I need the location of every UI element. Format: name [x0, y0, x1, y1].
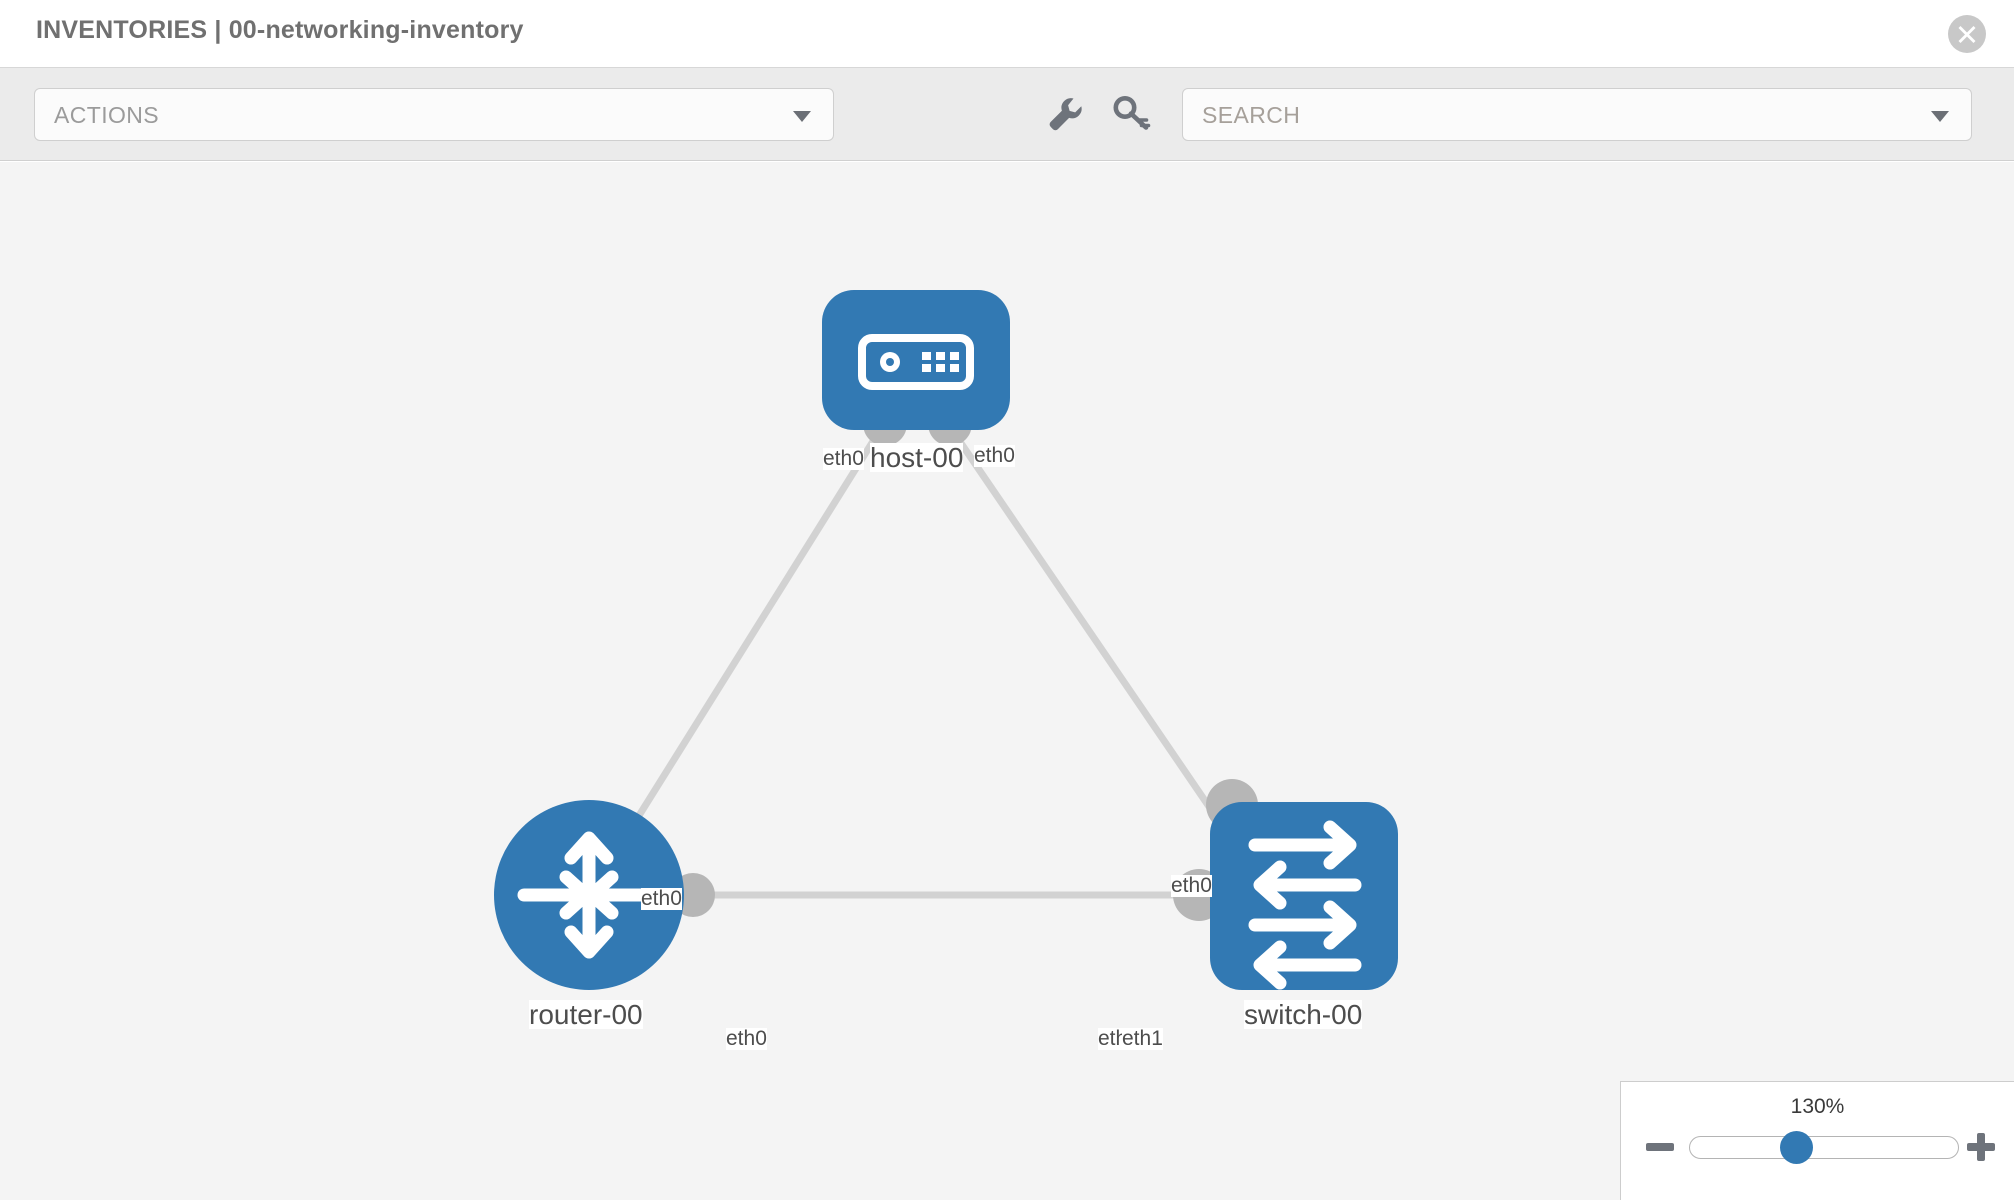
node-switch-00[interactable]: [1210, 802, 1398, 990]
node-label-router-00: router-00: [529, 999, 643, 1030]
search-input[interactable]: SEARCH: [1182, 88, 1972, 141]
node-host-00[interactable]: [822, 290, 1010, 430]
edge-group: [607, 428, 1250, 899]
edge-host00-switch00[interactable]: [949, 428, 1243, 854]
edge-host00-router00[interactable]: [607, 428, 883, 864]
zoom-slider-track[interactable]: [1689, 1136, 1959, 1159]
zoom-control-panel: 130%: [1620, 1081, 2014, 1200]
search-placeholder-label: SEARCH: [1202, 102, 1301, 128]
key-icon[interactable]: [1108, 90, 1156, 138]
page-header: INVENTORIES | 00-networking-inventory: [0, 0, 2014, 68]
node-label-switch-00: switch-00: [1244, 999, 1363, 1030]
edge-label: eth1: [1122, 1027, 1163, 1051]
toolbar: ACTIONS SEARCH: [0, 68, 2014, 161]
chevron-down-icon[interactable]: [1931, 111, 1949, 122]
close-icon[interactable]: [1948, 15, 1986, 53]
wrench-icon[interactable]: [1040, 90, 1088, 138]
zoom-level-value: 130%: [1790, 1095, 1845, 1118]
node-label-host-00: host-00: [870, 442, 964, 473]
chevron-down-icon: [793, 111, 811, 122]
edge-label: eth0: [726, 1027, 767, 1051]
switch-arrows-icon: [1248, 820, 1362, 990]
topology-graph: [494, 290, 1398, 990]
edge-label: eth0: [641, 887, 682, 911]
edge-label: eth0: [823, 447, 864, 471]
edge-label: eth0: [974, 444, 1015, 468]
interface-handle-group: [671, 402, 1258, 921]
page-title: INVENTORIES | 00-networking-inventory: [36, 16, 524, 44]
actions-dropdown-label: ACTIONS: [54, 102, 160, 128]
actions-dropdown[interactable]: ACTIONS: [34, 88, 834, 141]
node-router-00[interactable]: [494, 800, 684, 990]
plus-icon[interactable]: [1964, 1130, 1998, 1164]
minus-icon[interactable]: [1643, 1130, 1677, 1164]
server-icon: [858, 334, 974, 390]
router-arrows-icon: [517, 831, 661, 959]
zoom-slider-thumb[interactable]: [1780, 1131, 1813, 1164]
edge-label: eth0: [1171, 874, 1212, 898]
topology-canvas[interactable]: eth0 eth0 eth0 eth0 eth0 eth0 eth1 host-…: [0, 162, 2014, 1200]
